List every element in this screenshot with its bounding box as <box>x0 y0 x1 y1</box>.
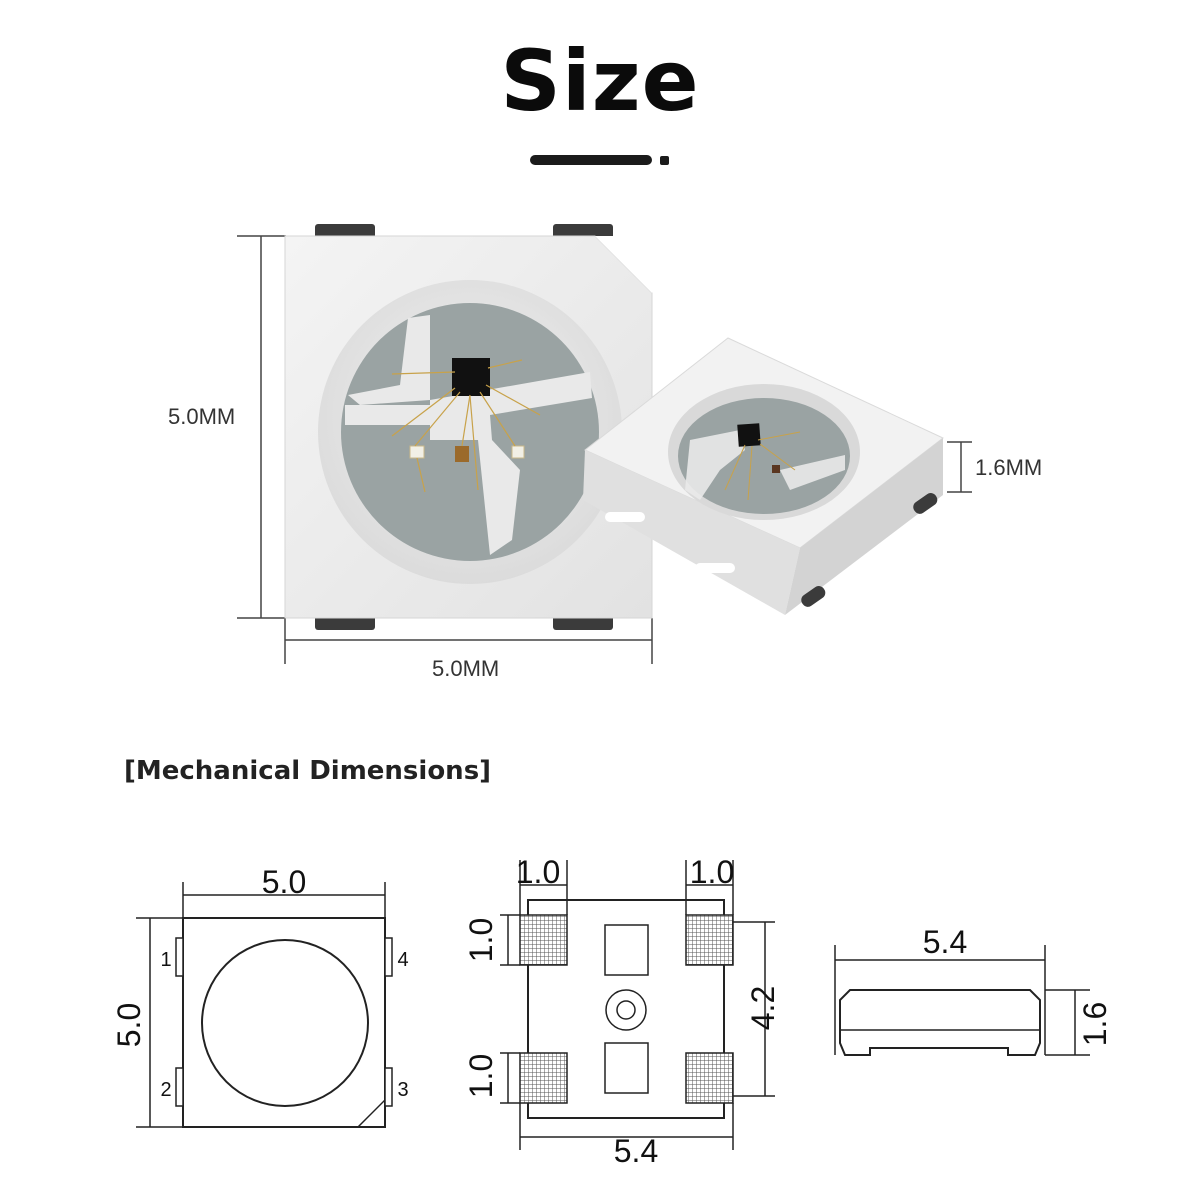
bottom-body-width: 5.4 <box>614 1133 658 1169</box>
page-title: Size <box>500 32 700 130</box>
pin-label-1: 1 <box>160 949 171 971</box>
thickness-dimension-line <box>947 441 972 493</box>
pin-label-4: 4 <box>397 949 408 971</box>
pad-width-left: 1.0 <box>516 854 560 890</box>
pad-width-right: 1.0 <box>690 854 734 890</box>
pin-label-2: 2 <box>160 1079 171 1101</box>
section-title: [Mechanical Dimensions] <box>124 756 492 786</box>
title-underline-dot <box>660 156 669 165</box>
photo-thickness-label: 1.6MM <box>975 455 1043 480</box>
side-view-drawing <box>834 945 1090 1056</box>
photo-height-label: 5.0MM <box>168 404 236 429</box>
pad-height-bottom: 1.0 <box>463 1054 499 1098</box>
top-view-width: 5.0 <box>262 864 306 900</box>
top-view-drawing <box>136 882 393 1128</box>
led-front-body <box>284 224 653 630</box>
led-side-body <box>583 337 944 615</box>
pad-span: 4.2 <box>745 986 781 1030</box>
title-underline <box>530 155 652 165</box>
pad-height-top: 1.0 <box>463 918 499 962</box>
photo-width-label: 5.0MM <box>432 656 500 681</box>
width-dimension-line <box>284 618 653 664</box>
height-dimension-line <box>237 235 286 619</box>
pin-label-3: 3 <box>397 1079 408 1101</box>
top-view-height: 5.0 <box>111 1003 147 1047</box>
side-length: 5.4 <box>923 924 967 960</box>
bottom-view-drawing <box>500 860 775 1150</box>
side-thickness: 1.6 <box>1077 1002 1113 1046</box>
